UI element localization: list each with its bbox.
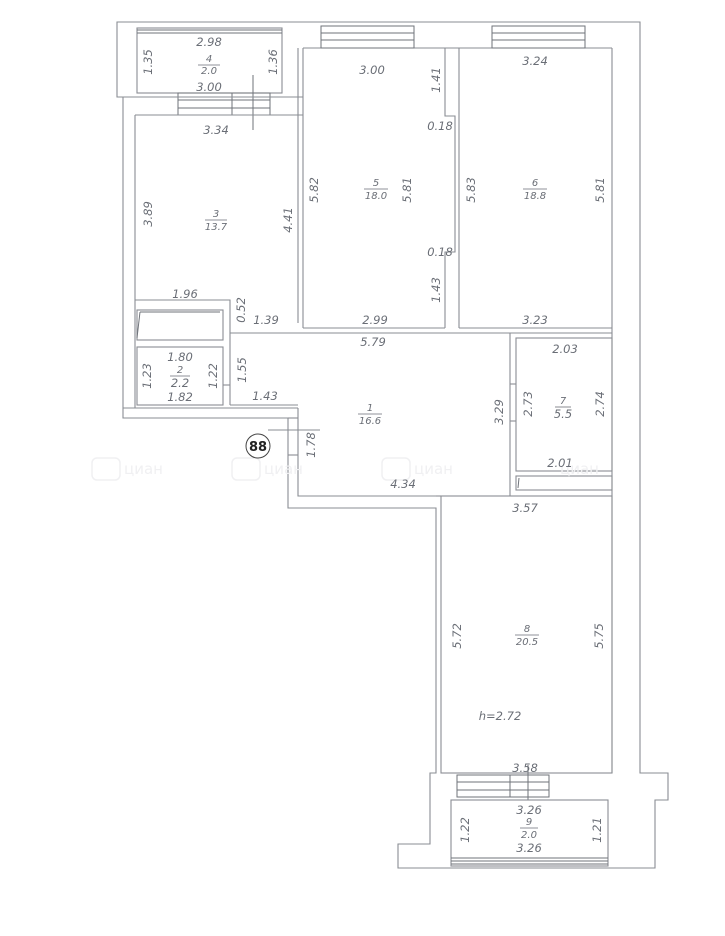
svg-text:2.03: 2.03 [552, 342, 578, 356]
svg-text:1: 1 [367, 403, 373, 414]
svg-text:циан: циан [560, 460, 599, 478]
svg-text:циан: циан [414, 460, 453, 478]
svg-text:3: 3 [213, 209, 219, 220]
svg-text:16.6: 16.6 [359, 416, 381, 427]
svg-text:3.58: 3.58 [512, 761, 538, 775]
svg-text:3.24: 3.24 [522, 54, 548, 68]
room-6-labels: 3.24 6 18.8 5.83 5.81 3.23 [464, 54, 607, 327]
svg-text:1.96: 1.96 [172, 287, 198, 301]
svg-text:циан: циан [264, 460, 303, 478]
room-9-labels: 3.26 9 2.0 3.26 1.22 1.21 [458, 803, 604, 855]
svg-text:1.78: 1.78 [304, 432, 318, 458]
interior-walls [135, 48, 613, 774]
svg-text:4: 4 [206, 54, 212, 65]
svg-text:3.26: 3.26 [516, 803, 542, 817]
svg-text:1.43: 1.43 [252, 389, 278, 403]
svg-text:3.29: 3.29 [492, 399, 506, 425]
svg-text:циан: циан [124, 460, 163, 478]
svg-text:4.34: 4.34 [390, 477, 416, 491]
balcony-room-9 [450, 765, 609, 867]
svg-text:0.52: 0.52 [234, 297, 248, 323]
svg-text:2.73: 2.73 [521, 391, 535, 417]
svg-text:5.72: 5.72 [450, 623, 464, 649]
svg-text:1.43: 1.43 [429, 277, 443, 303]
svg-text:2.98: 2.98 [196, 35, 222, 49]
svg-text:5: 5 [373, 178, 379, 189]
svg-text:1.35: 1.35 [141, 49, 155, 75]
svg-text:13.7: 13.7 [205, 222, 228, 233]
svg-text:3.00: 3.00 [196, 80, 222, 94]
svg-text:3.00: 3.00 [359, 63, 385, 77]
svg-text:2.01: 2.01 [547, 456, 573, 470]
svg-text:1.22: 1.22 [206, 363, 220, 389]
outer-walls [116, 21, 669, 869]
svg-text:9: 9 [526, 817, 532, 828]
svg-text:5.81: 5.81 [593, 177, 607, 203]
svg-text:18.0: 18.0 [365, 191, 387, 202]
svg-text:8: 8 [524, 624, 530, 635]
svg-text:2.0: 2.0 [201, 66, 217, 77]
svg-text:0.18: 0.18 [427, 119, 453, 133]
svg-text:1.22: 1.22 [458, 817, 472, 843]
room-5-labels: 3.00 5 18.0 5.82 5.81 1.41 0.18 0.18 1.4… [307, 63, 453, 327]
svg-text:2.0: 2.0 [521, 830, 537, 841]
svg-text:1.36: 1.36 [266, 49, 280, 75]
svg-text:5.79: 5.79 [360, 335, 386, 349]
svg-text:3.34: 3.34 [203, 123, 229, 137]
svg-text:3.89: 3.89 [141, 201, 155, 227]
ceiling-height-label: h=2.72 [479, 709, 522, 723]
svg-text:2.74: 2.74 [593, 391, 607, 417]
svg-text:3.26: 3.26 [516, 841, 542, 855]
svg-text:2: 2 [177, 365, 183, 376]
room-1-labels: 5.79 1 16.6 1.55 1.43 1.78 3.29 4.34 [235, 335, 506, 491]
room-3-labels: 3.34 3 13.7 3.89 4.41 1.96 0.52 1.39 [141, 123, 295, 327]
balcony-room-4 [123, 27, 303, 130]
svg-text:2.2: 2.2 [171, 376, 189, 390]
apartment-number-badge: 88 [245, 433, 271, 459]
svg-text:1.23: 1.23 [140, 363, 154, 389]
svg-text:1.21: 1.21 [590, 817, 604, 843]
room-4-labels: 2.98 4 2.0 3.00 1.35 1.36 [141, 35, 280, 94]
watermark: циан циан циан циан [91, 457, 599, 481]
svg-text:5.83: 5.83 [464, 177, 478, 203]
svg-text:1.80: 1.80 [167, 350, 193, 364]
svg-text:6: 6 [532, 178, 538, 189]
svg-text:4.41: 4.41 [281, 207, 295, 233]
svg-text:5.81: 5.81 [400, 177, 414, 203]
svg-text:3.23: 3.23 [522, 313, 548, 327]
svg-text:3.57: 3.57 [512, 501, 538, 515]
room-7-labels: 2.03 7 5.5 2.73 2.74 2.01 [521, 342, 607, 470]
svg-text:88: 88 [249, 440, 267, 455]
svg-text:18.8: 18.8 [524, 191, 546, 202]
svg-text:1.41: 1.41 [429, 67, 443, 93]
room-2-labels: 1.80 2 2.2 1.82 1.23 1.22 [140, 350, 220, 404]
svg-text:7: 7 [560, 396, 567, 407]
svg-text:1.39: 1.39 [253, 313, 279, 327]
room-8-labels: 3.57 8 20.5 5.72 5.75 h=2.72 3.58 [450, 501, 606, 775]
svg-text:5.82: 5.82 [307, 177, 321, 203]
svg-text:5.75: 5.75 [592, 623, 606, 649]
svg-text:1.55: 1.55 [235, 357, 249, 383]
svg-text:2.99: 2.99 [362, 313, 388, 327]
svg-text:1.82: 1.82 [167, 390, 193, 404]
top-windows [320, 25, 586, 49]
svg-text:0.18: 0.18 [427, 245, 453, 259]
svg-text:5.5: 5.5 [554, 407, 572, 421]
svg-text:20.5: 20.5 [516, 637, 538, 648]
